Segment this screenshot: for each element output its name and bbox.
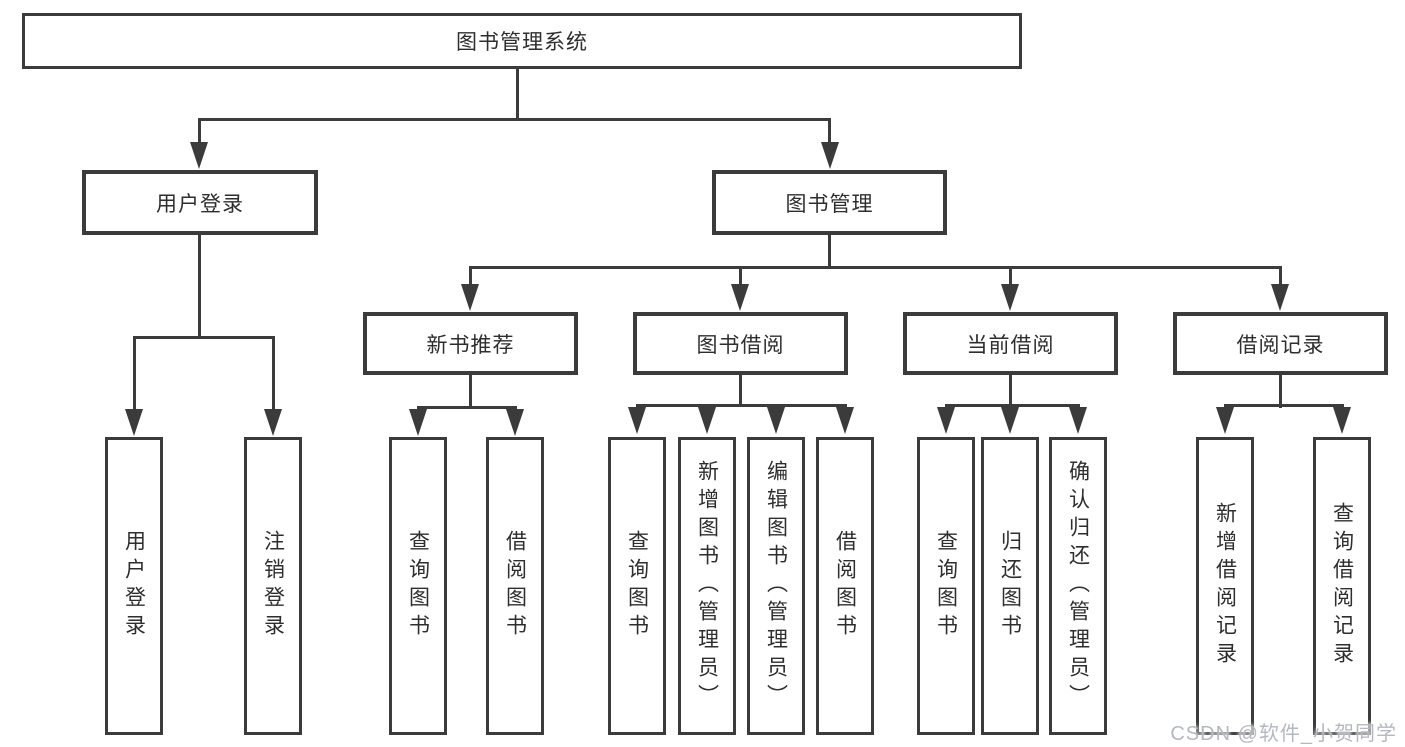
leaf-bb-add-books: 新增图书（管理员） (678, 437, 736, 735)
arrow-down-icon (1001, 284, 1019, 311)
leaf-bb-borrow-books: 借阅图书 (816, 437, 874, 735)
leaf-bb-query-books: 查询图书 (608, 437, 666, 735)
leaf-nb-query-books: 查询图书 (389, 437, 447, 735)
connector-drop-borrow-record (1279, 266, 1282, 288)
connector-drop-leaf-logout (272, 336, 275, 411)
connector-drop-book-management (828, 118, 831, 146)
node-borrow-record-label: 借阅记录 (1236, 333, 1325, 357)
leaf-label: 查询图书 (934, 530, 958, 642)
connector-drop-book-borrow (739, 266, 742, 288)
leaf-label: 新增借阅记录 (1213, 502, 1237, 670)
leaf-logout: 注销登录 (244, 437, 302, 735)
arrow-down-icon (836, 407, 854, 434)
csdn-watermark: CSDN @软件_小贺同学 (1170, 723, 1397, 745)
connector-book-borrow-stem (739, 375, 742, 406)
leaf-label: 用户登录 (122, 530, 146, 642)
leaf-label: 归还图书 (998, 530, 1022, 642)
connector-borrow-record-stem (1279, 375, 1282, 408)
node-new-book-recommend: 新书推荐 (363, 312, 578, 375)
leaf-cb-confirm-return: 确认归还（管理员） (1049, 437, 1107, 735)
arrow-down-icon (1333, 407, 1351, 434)
branch-root (198, 118, 831, 121)
connector-current-borrow-stem (1009, 375, 1012, 406)
node-book-management-label: 图书管理 (785, 192, 874, 216)
leaf-label: 查询图书 (625, 530, 649, 642)
connector-book-management-stem (828, 235, 831, 268)
leaf-br-add-record: 新增借阅记录 (1196, 437, 1254, 735)
leaf-label: 编辑图书（管理员） (764, 460, 788, 712)
arrow-down-icon (937, 407, 955, 434)
node-book-management: 图书管理 (712, 170, 947, 235)
node-borrow-record: 借阅记录 (1173, 312, 1388, 375)
leaf-label: 查询借阅记录 (1330, 502, 1354, 670)
arrow-down-icon (125, 409, 143, 436)
leaf-label: 借阅图书 (833, 530, 857, 642)
arrow-down-icon (190, 142, 208, 169)
node-current-borrow-label: 当前借阅 (966, 333, 1055, 357)
leaf-label: 新增图书（管理员） (695, 460, 719, 712)
arrow-down-icon (409, 409, 427, 436)
leaf-nb-borrow-books: 借阅图书 (486, 437, 544, 735)
node-root-label: 图书管理系统 (456, 31, 588, 54)
arrow-down-icon (821, 142, 839, 169)
arrow-down-icon (506, 409, 524, 436)
node-current-borrow: 当前借阅 (903, 312, 1118, 375)
branch-book-management (469, 266, 1282, 269)
branch-current-borrow (945, 404, 1080, 407)
leaf-label: 查询图书 (406, 530, 430, 642)
leaf-cb-query-books: 查询图书 (917, 437, 975, 735)
leaf-br-query-record: 查询借阅记录 (1313, 437, 1371, 735)
leaf-label: 借阅图书 (503, 530, 527, 642)
arrow-down-icon (767, 407, 785, 434)
branch-new-book-recommend (417, 406, 517, 409)
arrow-down-icon (731, 284, 749, 311)
node-book-borrow: 图书借阅 (633, 312, 848, 375)
arrow-down-icon (698, 407, 716, 434)
branch-borrow-record (1224, 404, 1344, 407)
connector-drop-new-book-recommend (469, 266, 472, 288)
arrow-down-icon (264, 409, 282, 436)
connector-user-login-stem (198, 235, 201, 338)
connector-drop-current-borrow (1009, 266, 1012, 288)
arrow-down-icon (461, 284, 479, 311)
connector-new-book-recommend-stem (469, 375, 472, 408)
branch-user-login (133, 336, 275, 339)
leaf-bb-edit-books: 编辑图书（管理员） (747, 437, 805, 735)
leaf-label: 注销登录 (261, 530, 285, 642)
node-user-login-label: 用户登录 (156, 192, 244, 216)
node-user-login: 用户登录 (82, 170, 318, 235)
branch-book-borrow (636, 404, 847, 407)
leaf-label: 确认归还（管理员） (1066, 460, 1090, 712)
connector-root-stem (516, 68, 519, 120)
arrow-down-icon (1271, 284, 1289, 311)
connector-drop-leaf-user-login (133, 336, 136, 411)
leaf-cb-return-books: 归还图书 (981, 437, 1039, 735)
arrow-down-icon (1001, 407, 1019, 434)
node-root: 图书管理系统 (22, 13, 1022, 69)
leaf-user-login: 用户登录 (105, 437, 163, 735)
node-new-book-recommend-label: 新书推荐 (426, 333, 515, 357)
arrow-down-icon (1069, 407, 1087, 434)
connector-drop-user-login (198, 118, 201, 146)
node-book-borrow-label: 图书借阅 (696, 333, 785, 357)
arrow-down-icon (628, 407, 646, 434)
arrow-down-icon (1216, 407, 1234, 434)
